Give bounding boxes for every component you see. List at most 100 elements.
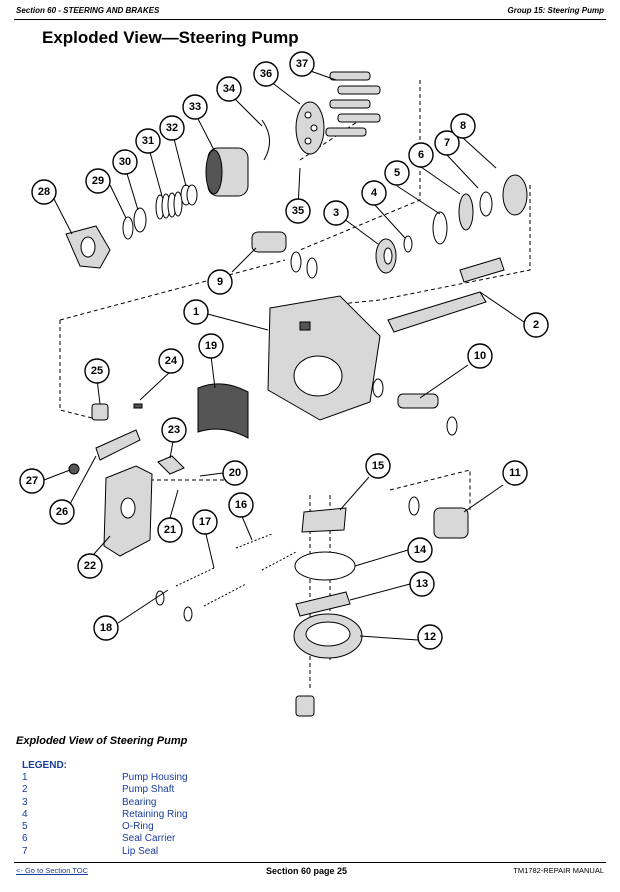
- callout-17: 17: [192, 509, 218, 535]
- callout-20: 20: [222, 460, 248, 486]
- svg-text:14: 14: [414, 544, 427, 556]
- part-22-bracket: [103, 465, 153, 557]
- svg-text:30: 30: [119, 156, 131, 168]
- part-1-housing: [267, 295, 381, 421]
- callout-30: 30: [112, 149, 138, 175]
- svg-text:25: 25: [91, 365, 103, 377]
- svg-text:4: 4: [371, 187, 378, 199]
- header-rule: [14, 19, 606, 20]
- callout-6: 6: [408, 142, 434, 168]
- callout-10: 10: [467, 343, 493, 369]
- fitting-elbow: [295, 695, 315, 717]
- part-14-gasket: [294, 551, 356, 581]
- part-9-fitting: [251, 231, 318, 279]
- part-36-plate: [295, 101, 325, 155]
- part-10-valve: [372, 378, 458, 436]
- part-16-spring: [235, 533, 297, 571]
- svg-text:32: 32: [166, 122, 178, 134]
- svg-text:13: 13: [416, 578, 428, 590]
- svg-text:31: 31: [142, 135, 154, 147]
- part-19-shield: [197, 383, 249, 439]
- svg-text:37: 37: [296, 58, 308, 70]
- svg-text:12: 12: [424, 631, 436, 643]
- callout-27: 27: [19, 468, 45, 494]
- part-8-cover: [502, 174, 528, 216]
- legend-heading: LEGEND:: [22, 760, 67, 771]
- callout-35: 35: [285, 198, 311, 224]
- figure-caption: Exploded View of Steering Pump: [16, 735, 188, 747]
- callout-3: 3: [323, 200, 349, 226]
- header-group: Group 15: Steering Pump: [507, 6, 604, 15]
- part-6-carrier: [458, 193, 474, 231]
- callout-37: 37: [289, 51, 315, 77]
- callout-24: 24: [158, 348, 184, 374]
- callout-7: 7: [434, 130, 460, 156]
- svg-text:18: 18: [100, 622, 112, 634]
- svg-text:23: 23: [168, 424, 180, 436]
- part-17-spring: [155, 567, 247, 622]
- svg-text:29: 29: [92, 175, 104, 187]
- svg-text:33: 33: [189, 101, 201, 113]
- callout-18: 18: [93, 615, 119, 641]
- svg-text:19: 19: [205, 340, 217, 352]
- callout-33: 33: [182, 94, 208, 120]
- svg-text:10: 10: [474, 350, 486, 362]
- footer-rule: [14, 862, 606, 863]
- svg-text:24: 24: [165, 355, 178, 367]
- callout-15: 15: [365, 453, 391, 479]
- callout-12: 12: [417, 624, 443, 650]
- callout-31: 31: [135, 128, 161, 154]
- svg-text:7: 7: [444, 137, 450, 149]
- part-5-oring: [432, 211, 448, 245]
- callout-32: 32: [159, 115, 185, 141]
- svg-text:8: 8: [460, 120, 466, 132]
- svg-text:35: 35: [292, 205, 304, 217]
- part-13-plate: [295, 591, 351, 617]
- svg-text:27: 27: [26, 475, 38, 487]
- part-33-cylinder: [205, 147, 249, 197]
- callout-29: 29: [85, 168, 111, 194]
- page-title: Exploded View—Steering Pump: [42, 28, 299, 47]
- callout-8: 8: [450, 113, 476, 139]
- svg-text:16: 16: [235, 499, 247, 511]
- part-29-ring: [122, 216, 134, 240]
- svg-text:6: 6: [418, 149, 424, 161]
- svg-text:26: 26: [56, 506, 68, 518]
- callout-23: 23: [161, 417, 187, 443]
- svg-text:28: 28: [38, 186, 50, 198]
- part-11-cap: [408, 496, 469, 539]
- page-header: Section 60 - STEERING AND BRAKES Group 1…: [16, 4, 604, 18]
- callout-36: 36: [253, 61, 279, 87]
- svg-text:3: 3: [333, 207, 339, 219]
- part-3-bearing: [375, 238, 397, 274]
- part-2-shaft: [387, 257, 505, 333]
- svg-text:1: 1: [193, 306, 199, 318]
- svg-text:36: 36: [260, 68, 272, 80]
- part-15-bracket: [301, 507, 347, 533]
- part-28-plate: [65, 225, 111, 269]
- callout-21: 21: [157, 517, 183, 543]
- svg-text:5: 5: [394, 167, 400, 179]
- callout-26: 26: [49, 499, 75, 525]
- part-24-bolt: [133, 403, 143, 409]
- part-4-ring: [403, 235, 413, 253]
- svg-text:21: 21: [164, 524, 176, 536]
- svg-text:11: 11: [509, 467, 521, 479]
- callout-2: 2: [523, 312, 549, 338]
- page-footer: <- Go to Section TOC Section 60 page 25 …: [16, 866, 604, 882]
- section-toc-link[interactable]: <- Go to Section TOC: [16, 866, 89, 875]
- callout-28: 28: [31, 179, 57, 205]
- callout-13: 13: [409, 571, 435, 597]
- svg-text:17: 17: [199, 516, 211, 528]
- callout-22: 22: [77, 553, 103, 579]
- exploded-view-diagram: 1 2 3 4 5 6 7 8 9 10 11 12 13 14 15 16 1…: [19, 51, 549, 717]
- part-31-spring: [155, 191, 183, 220]
- page-number: Section 60 page 25: [266, 866, 348, 876]
- callout-5: 5: [384, 160, 410, 186]
- callout-4: 4: [361, 180, 387, 206]
- svg-text:22: 22: [84, 560, 96, 572]
- callout-25: 25: [84, 358, 110, 384]
- part-7-seal: [479, 191, 493, 217]
- svg-text:15: 15: [372, 460, 384, 472]
- part-37-pistons: [325, 71, 381, 137]
